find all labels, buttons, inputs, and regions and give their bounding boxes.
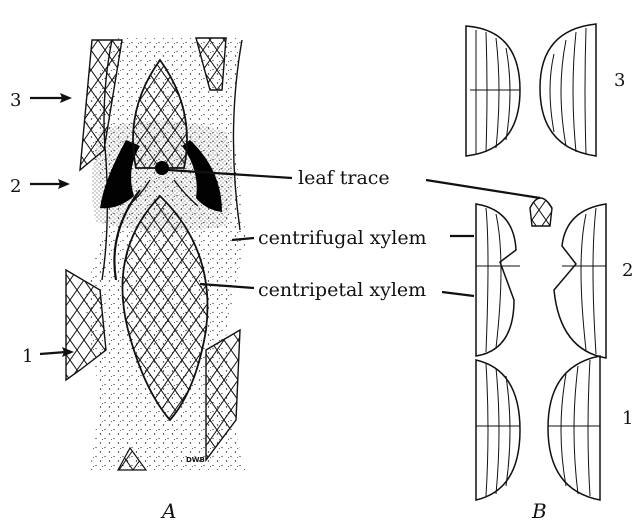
b2-right bbox=[554, 204, 606, 358]
label-centrifugal-xylem: centrifugal xylem bbox=[258, 227, 427, 249]
b2-left bbox=[476, 204, 516, 356]
b-leaf-trace bbox=[530, 198, 552, 226]
panel-label-b: B bbox=[531, 499, 547, 523]
arrow-1 bbox=[40, 352, 66, 354]
leader-centripetal-b bbox=[442, 292, 474, 296]
b3-left bbox=[466, 26, 520, 156]
label-1-left: 1 bbox=[22, 346, 33, 367]
label-leaf-trace: leaf trace bbox=[298, 167, 390, 189]
label-2-right: 2 bbox=[622, 260, 633, 281]
label-2-left: 2 bbox=[10, 176, 21, 197]
b3-right bbox=[540, 24, 596, 156]
artist-signature: DWB bbox=[186, 456, 205, 464]
leaf-trace-dot bbox=[155, 161, 169, 175]
leader-leaf-trace-b bbox=[426, 180, 540, 198]
label-3-left: 3 bbox=[10, 90, 21, 111]
b1-left bbox=[476, 360, 520, 500]
label-1-right: 1 bbox=[622, 408, 633, 429]
label-centripetal-xylem: centripetal xylem bbox=[258, 279, 426, 301]
panel-b-drawing bbox=[466, 24, 606, 500]
label-3-right: 3 bbox=[614, 70, 625, 91]
panel-label-a: A bbox=[160, 499, 176, 523]
panel-a-drawing: DWB bbox=[66, 38, 246, 470]
